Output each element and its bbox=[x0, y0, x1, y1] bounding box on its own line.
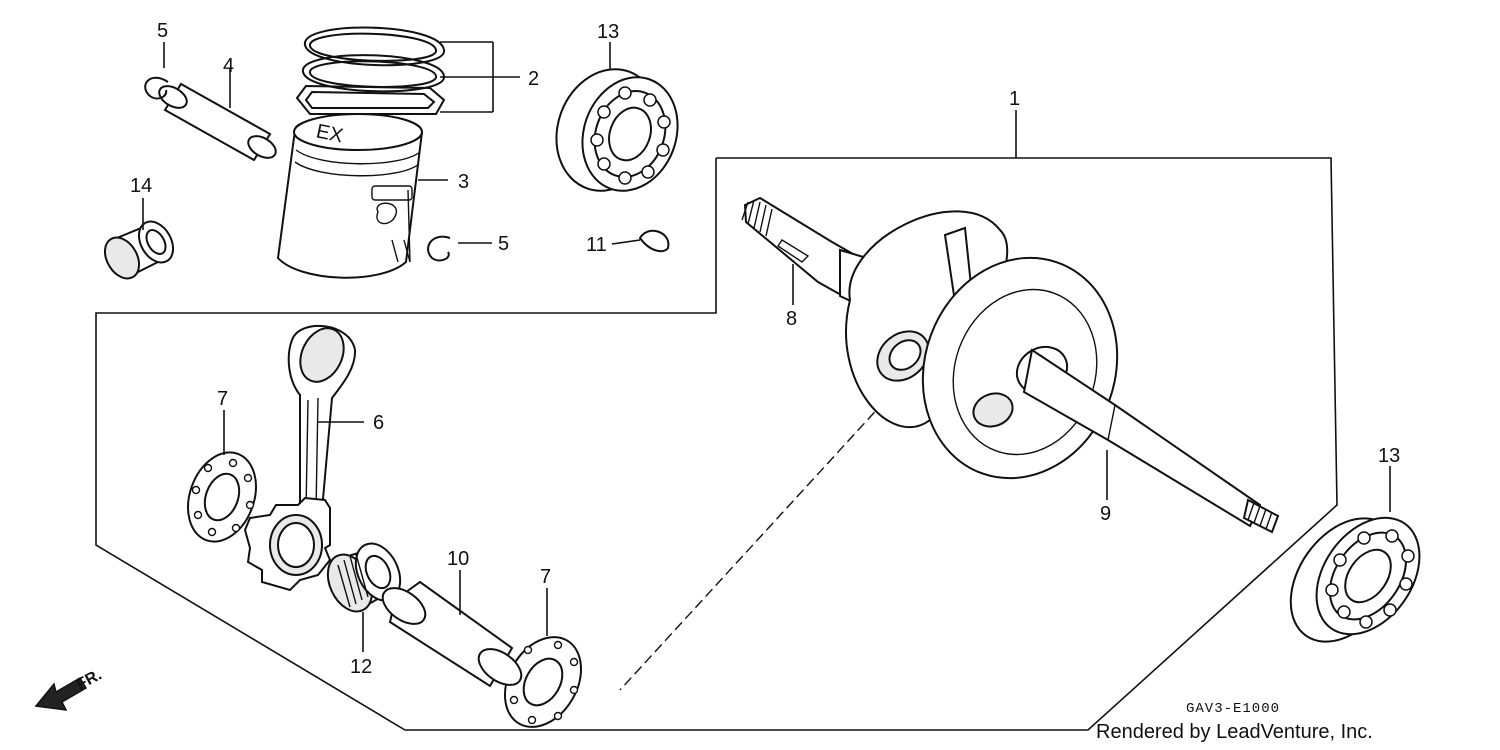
diagram-code: GAV3-E1000 bbox=[1186, 701, 1280, 717]
connecting-rod bbox=[243, 324, 364, 592]
callout-7-left: 7 bbox=[217, 388, 228, 410]
crank-bearing-upper bbox=[555, 42, 679, 192]
thrust-washer-left bbox=[187, 410, 257, 543]
callout-4: 4 bbox=[223, 55, 234, 77]
circlip-upper bbox=[144, 42, 169, 100]
callout-12: 12 bbox=[350, 656, 372, 678]
woodruff-key bbox=[611, 229, 670, 253]
piston-pin bbox=[158, 68, 277, 162]
circlip-lower bbox=[427, 235, 492, 262]
crank-bearing-lower bbox=[1289, 466, 1421, 643]
callout-6: 6 bbox=[373, 412, 384, 434]
small-end-needle-bearing bbox=[103, 198, 175, 280]
callout-13-upper: 13 bbox=[597, 21, 619, 43]
crankshaft bbox=[741, 196, 1280, 534]
callout-7-right: 7 bbox=[540, 566, 551, 588]
piston-ex-mark: EX bbox=[314, 120, 345, 147]
callout-10: 10 bbox=[447, 548, 469, 570]
callout-5-lower: 5 bbox=[498, 233, 509, 255]
crank-pin bbox=[381, 570, 523, 688]
callout-13-lower: 13 bbox=[1378, 445, 1400, 467]
callout-1: 1 bbox=[1009, 88, 1020, 110]
thrust-washer-right bbox=[504, 588, 582, 728]
piston: EX bbox=[276, 113, 448, 279]
callout-2: 2 bbox=[528, 68, 539, 90]
render-credit: Rendered by LeadVenture, Inc. bbox=[1096, 721, 1373, 743]
callout-11: 11 bbox=[586, 234, 607, 256]
assembly-bracket bbox=[95, 110, 1338, 731]
callout-3: 3 bbox=[458, 171, 469, 193]
callout-14: 14 bbox=[130, 175, 152, 197]
callout-labels: 1 2 3 4 5 5 6 7 7 8 9 10 11 12 13 13 14 bbox=[130, 20, 1400, 678]
front-direction-arrow: FR. bbox=[34, 666, 105, 711]
callout-5-upper: 5 bbox=[157, 20, 168, 42]
callout-9: 9 bbox=[1100, 503, 1111, 525]
piston-rings bbox=[295, 26, 520, 115]
callout-8: 8 bbox=[786, 308, 797, 330]
big-end-needle-bearing bbox=[326, 542, 402, 652]
